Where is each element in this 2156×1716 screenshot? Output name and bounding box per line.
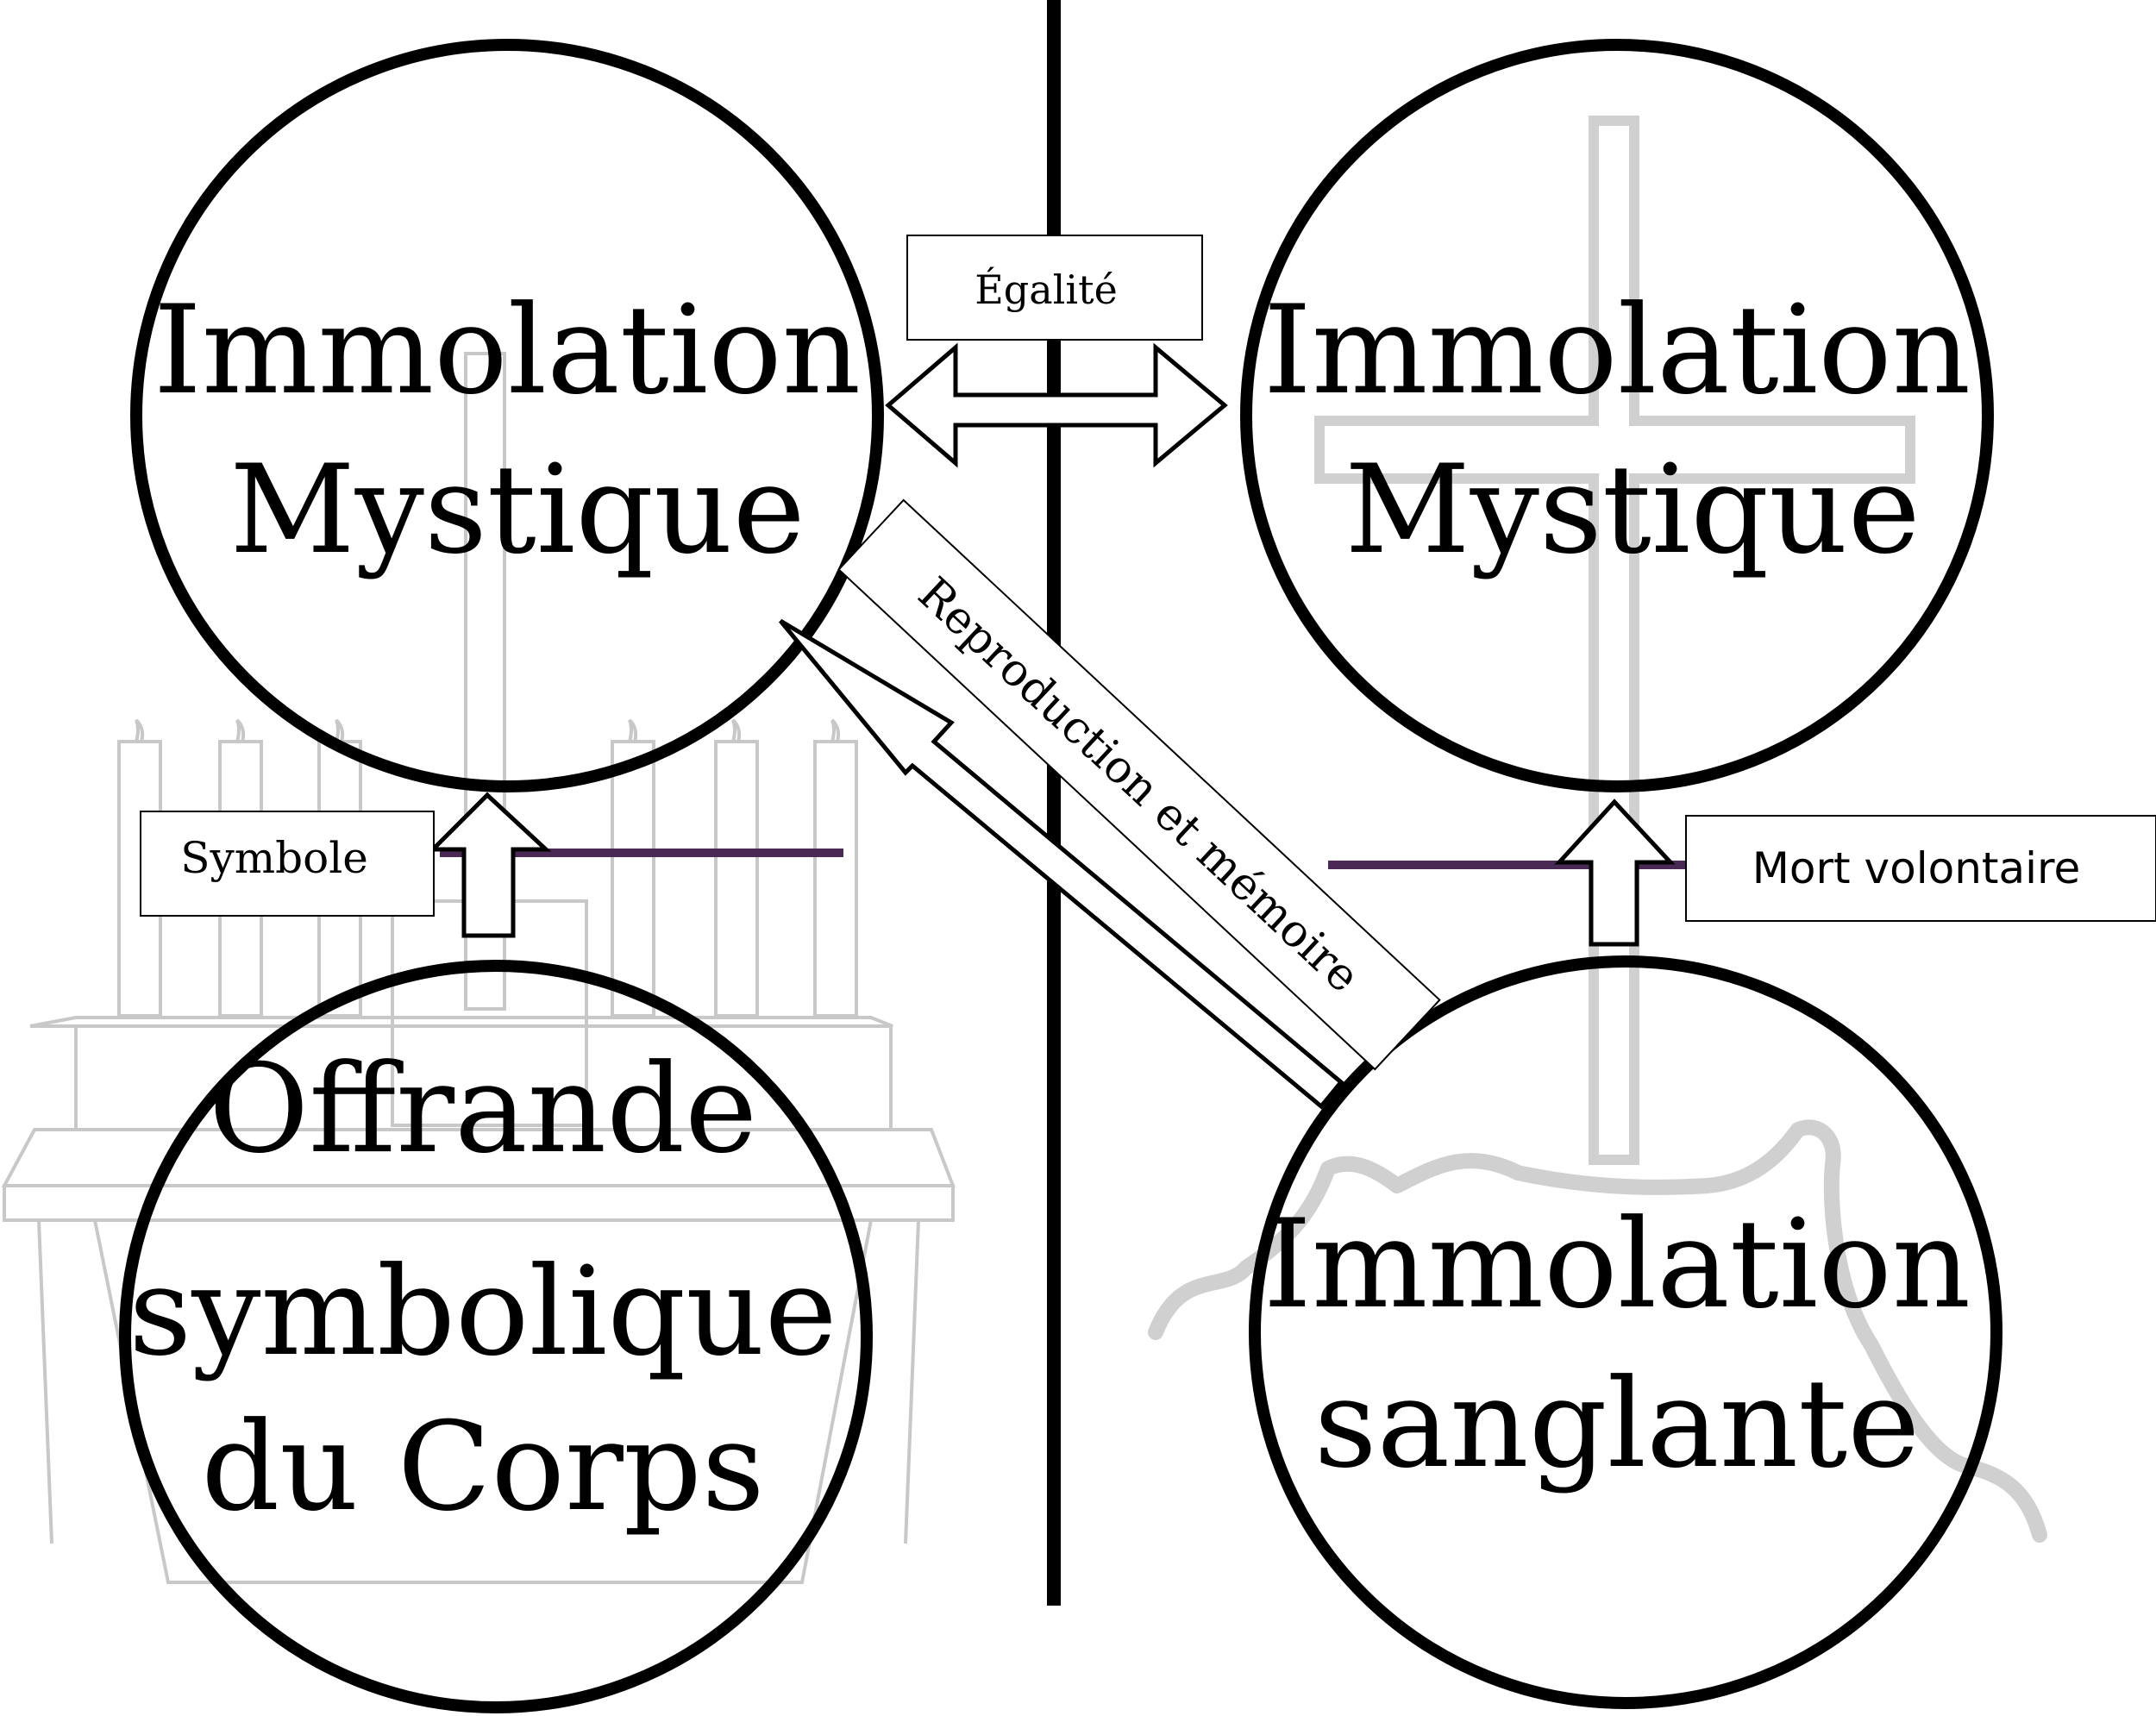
voluntary-death-up-arrow xyxy=(1554,799,1676,947)
node-bottom-left-line2: symbolique xyxy=(128,1241,837,1383)
node-bottom-right-circle xyxy=(1249,955,2002,1709)
symbol-label-box xyxy=(140,811,435,917)
node-bottom-left-circle xyxy=(119,960,873,1713)
hill-icon xyxy=(1148,1119,2047,1543)
reproduction-label-box xyxy=(837,498,1441,1071)
symbol-label: Symbole xyxy=(180,833,368,883)
voluntary-death-label: Mort volontaire xyxy=(1752,843,2081,893)
equality-arrow xyxy=(885,342,1228,468)
node-bottom-left-line3: du Corps xyxy=(201,1396,764,1538)
voluntary-death-label-box xyxy=(1685,815,2156,922)
reproduction-label-group: Reproduction et mémoire xyxy=(837,498,1441,1071)
node-top-right-line1: Immolation xyxy=(1263,279,1971,422)
node-bottom-right-line1: Immolation xyxy=(1263,1193,1971,1336)
node-top-left-circle xyxy=(130,39,884,792)
equality-label: Égalité xyxy=(975,266,1118,313)
cross-icon xyxy=(1314,116,1915,1165)
node-bottom-right-line2: sanglante xyxy=(1314,1353,1921,1495)
equality-label-box xyxy=(906,235,1203,341)
node-bottom-left-line1: Offrande xyxy=(209,1038,757,1181)
node-top-left-line2: Mystique xyxy=(229,439,805,581)
node-top-right-line2: Mystique xyxy=(1344,439,1920,581)
node-top-right-circle xyxy=(1240,39,1994,792)
node-top-left-line1: Immolation xyxy=(154,279,861,422)
symbol-up-arrow xyxy=(427,792,552,938)
reproduction-arrow xyxy=(779,618,1344,1110)
